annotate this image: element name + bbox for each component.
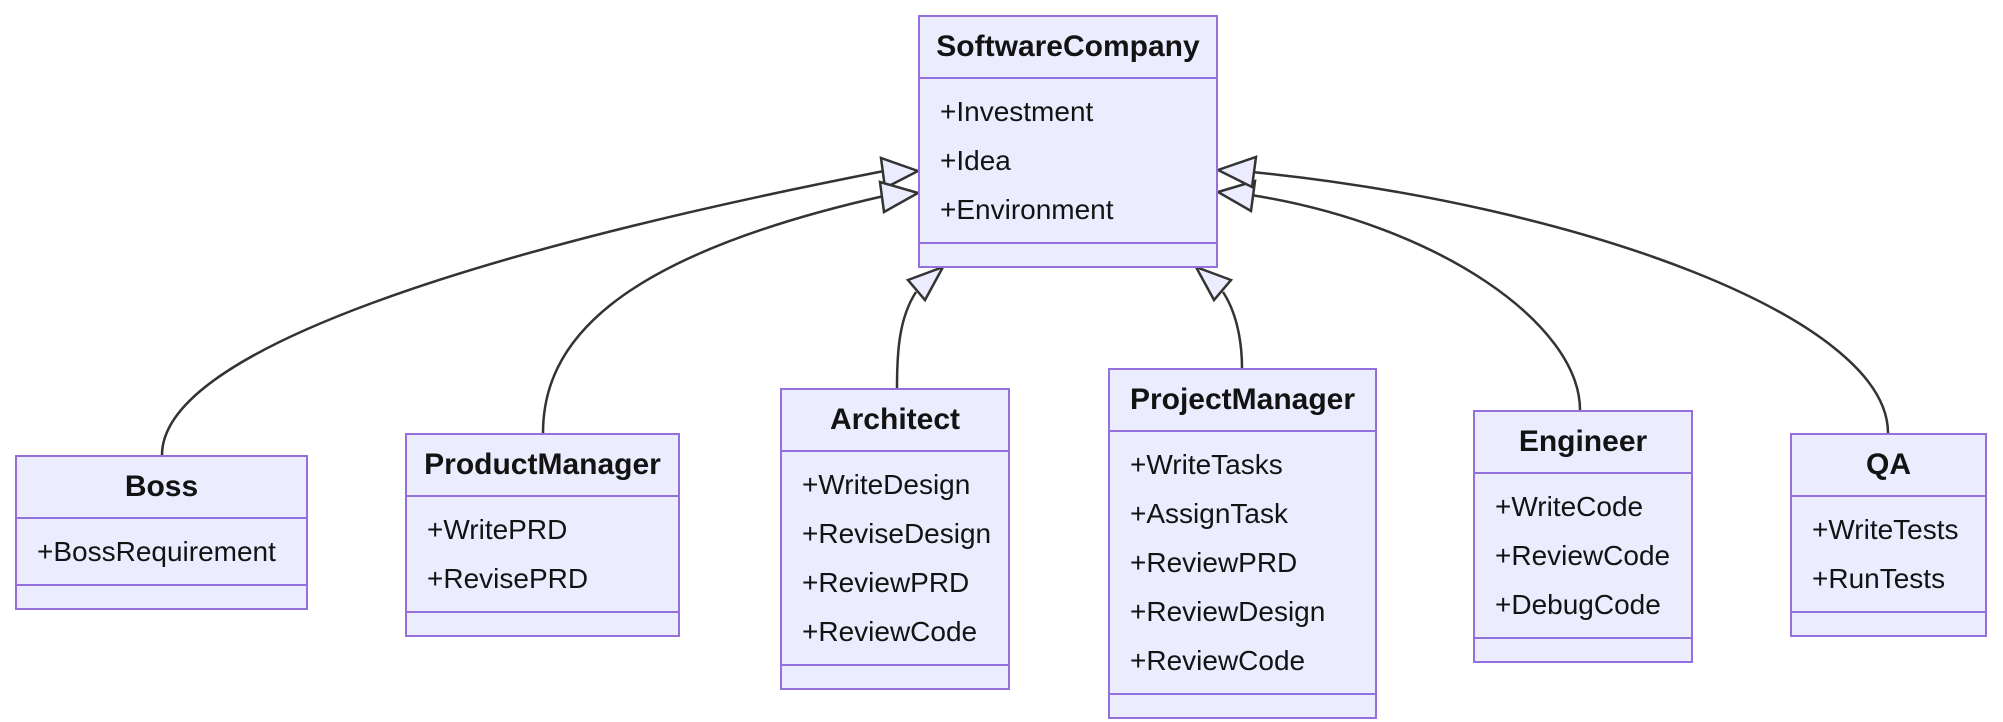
class-member: +ReviewPRD <box>802 567 970 598</box>
class-member: +ReviewCode <box>1495 540 1671 571</box>
class-attributes: +WriteCode +ReviewCode +DebugCode <box>1475 472 1691 637</box>
inheritance-arrow-icon <box>1214 179 1257 214</box>
class-member: +WriteDesign <box>802 469 971 500</box>
class-member: +WriteTests <box>1812 514 1959 545</box>
class-member: +ReviseDesign <box>802 518 992 549</box>
inheritance-arrow-icon <box>1214 155 1258 189</box>
class-member: +WriteCode <box>1495 491 1644 522</box>
class-title: Architect <box>829 403 961 436</box>
inheritance-arrow-icon <box>1193 264 1234 303</box>
class-title: SoftwareCompany <box>936 30 1200 63</box>
edge-engineer-softwarecompany <box>1250 193 1582 411</box>
edge-projectmanager-softwarecompany <box>1221 291 1244 369</box>
class-methods-empty <box>407 611 678 635</box>
class-attributes: +Investment +Idea +Environment <box>920 77 1216 242</box>
class-box-boss: Boss +BossRequirement <box>15 455 308 610</box>
class-box-architect: Architect +WriteDesign +ReviseDesign +Revi… <box>780 388 1010 690</box>
class-title: ProjectManager <box>1129 383 1356 416</box>
class-box-productmanager: ProductManager +WritePRD +RevisePRD <box>405 433 680 637</box>
class-member: +ReviewCode <box>1130 645 1306 676</box>
class-member: +Investment <box>940 96 1094 127</box>
class-member: +DebugCode <box>1495 589 1661 620</box>
class-methods-empty <box>1110 693 1375 717</box>
class-methods-empty <box>17 584 306 608</box>
class-box-projectmanager: ProjectManager +WriteTasks +AssignTask +Re… <box>1108 368 1377 719</box>
class-title: Engineer <box>1518 425 1648 458</box>
class-methods-empty <box>1792 611 1985 635</box>
class-member: +BossRequirement <box>37 536 276 567</box>
class-box-engineer: Engineer +WriteCode +ReviewCode +DebugCode <box>1473 410 1693 663</box>
class-box-softwarecompany: SoftwareCompany +Investment +Idea +Environ… <box>918 15 1218 268</box>
class-methods-empty <box>920 242 1216 266</box>
inheritance-arrow-icon <box>878 180 922 214</box>
class-member: +ReviewCode <box>802 616 978 647</box>
class-box-qa: QA +WriteTests +RunTests <box>1790 433 1987 637</box>
class-member: +ReviewPRD <box>1130 547 1298 578</box>
class-title: QA <box>1866 448 1911 481</box>
class-title: ProductManager <box>424 448 661 481</box>
edge-architect-softwarecompany <box>895 291 918 389</box>
class-member: +RunTests <box>1812 563 1946 594</box>
edge-boss-softwarecompany <box>160 169 885 456</box>
class-attributes: +BossRequirement <box>17 517 306 584</box>
class-member: +ReviewDesign <box>1130 596 1326 627</box>
class-attributes: +WriteTests +RunTests <box>1792 495 1985 611</box>
class-methods-empty <box>1475 637 1691 661</box>
class-member: +WritePRD <box>427 514 568 545</box>
class-member: +RevisePRD <box>427 563 589 594</box>
class-title: Boss <box>124 470 199 503</box>
class-attributes: +WriteDesign +ReviseDesign +ReviewPRD +Revi… <box>782 450 1008 664</box>
edge-qa-softwarecompany <box>1251 170 1890 434</box>
class-member: +WriteTasks <box>1130 449 1283 480</box>
inheritance-arrow-icon <box>879 156 922 190</box>
class-member: +Idea <box>940 145 1011 176</box>
class-attributes: +WriteTasks +AssignTask +ReviewPRD +ReviewD… <box>1110 430 1375 693</box>
class-member: +AssignTask <box>1130 498 1288 529</box>
inheritance-arrow-icon <box>905 264 946 303</box>
class-methods-empty <box>782 664 1008 688</box>
edge-productmanager-softwarecompany <box>541 194 885 434</box>
class-member: +Environment <box>940 194 1114 225</box>
class-attributes: +WritePRD +RevisePRD <box>407 495 678 611</box>
